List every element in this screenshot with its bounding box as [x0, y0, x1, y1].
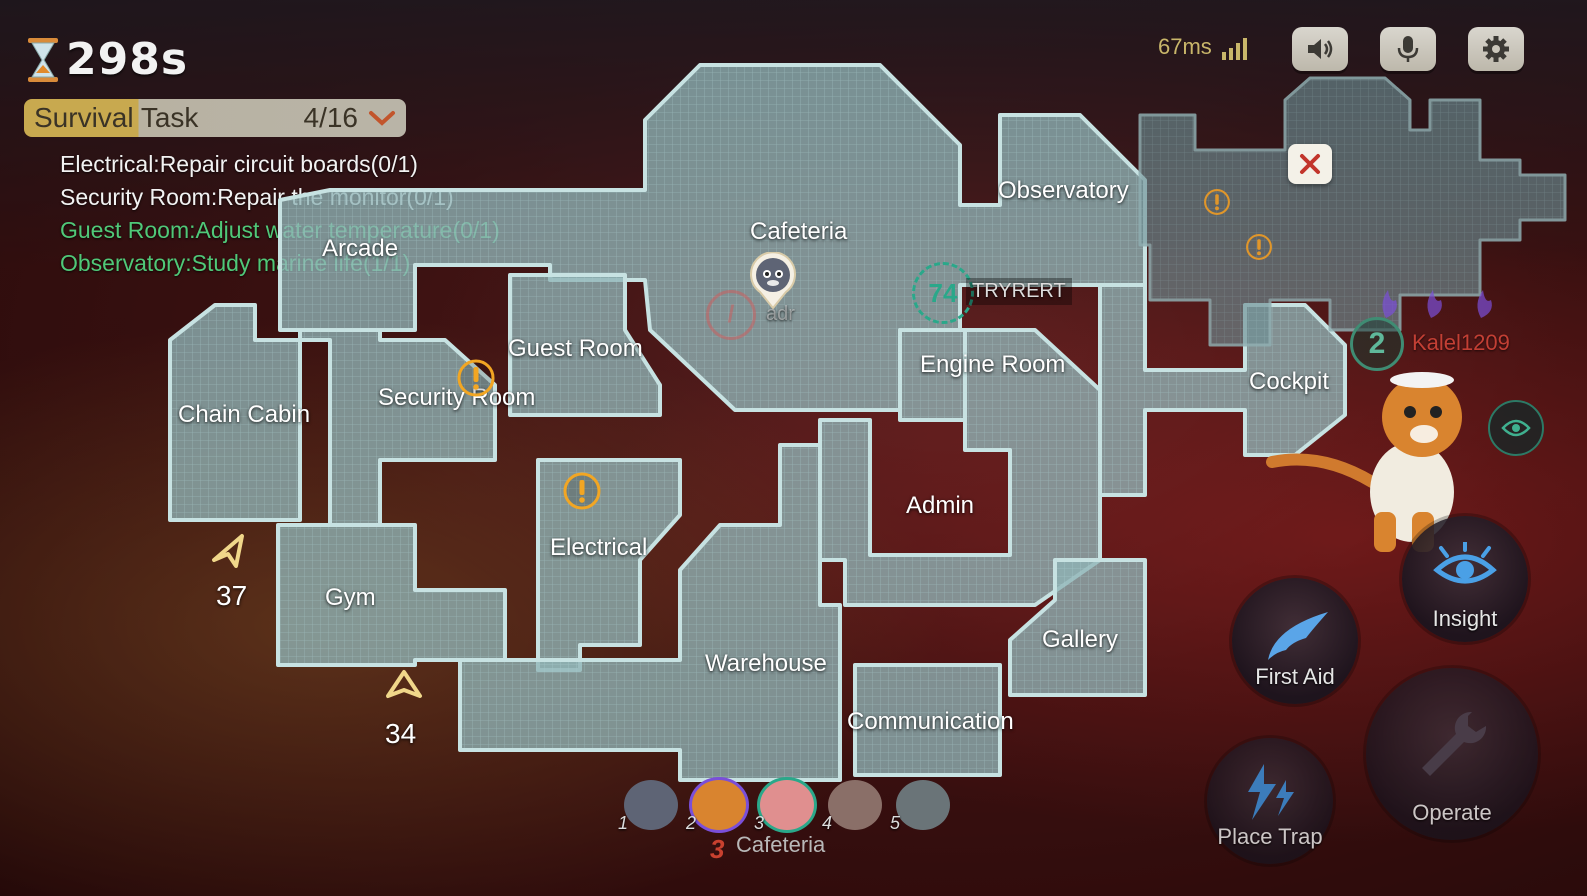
ping-value: 67ms — [1158, 34, 1212, 59]
current-location-name: Cafeteria — [736, 832, 826, 857]
lightning-icon — [1248, 764, 1294, 820]
direction-arrow-icon — [212, 534, 244, 568]
map-room-electrical[interactable] — [536, 458, 682, 672]
operate-label: Operate — [1412, 800, 1492, 825]
network-status: 67ms — [1158, 34, 1247, 60]
flame-effect-icon — [1382, 290, 1492, 318]
direction-arrow-icon — [386, 670, 422, 698]
room-label-observatory[interactable]: Observatory — [998, 177, 1129, 204]
distance-marker: 37 — [216, 580, 248, 611]
speaker-icon — [1308, 39, 1333, 59]
minimap-alert-icon — [1246, 234, 1272, 260]
team-avatar[interactable]: 1 — [618, 780, 678, 833]
task-item: Electrical:Repair circuit boards(0/1) — [60, 151, 418, 177]
team-slot-number: 1 — [618, 813, 629, 833]
settings-button[interactable] — [1468, 27, 1524, 71]
map-room-guest-room[interactable] — [508, 273, 662, 417]
distance-marker: 34 — [385, 718, 417, 749]
room-label-cockpit[interactable]: Cockpit — [1249, 368, 1330, 395]
survival-task-toggle[interactable]: Survival Task 4/16 — [24, 99, 406, 137]
room-label-cafeteria[interactable]: Cafeteria — [750, 218, 848, 245]
first-aid-button[interactable]: First Aid — [1232, 578, 1358, 704]
room-label-communication[interactable]: Communication — [847, 708, 1014, 735]
close-map-button[interactable] — [1288, 144, 1332, 184]
timer-value: 298s — [66, 34, 189, 85]
insight-label: Insight — [1432, 606, 1498, 631]
room-label-gym[interactable]: Gym — [325, 584, 376, 611]
insight-eye-icon — [1433, 542, 1497, 584]
wrench-icon — [1422, 711, 1487, 776]
team-avatar[interactable]: 4 — [822, 780, 882, 833]
first-aid-label: First Aid — [1255, 664, 1335, 689]
tiger-character — [1266, 372, 1462, 552]
player-rank-badge: 2 — [1350, 317, 1404, 371]
room-label-warehouse[interactable]: Warehouse — [705, 650, 827, 677]
map-room-engine-room[interactable] — [898, 328, 967, 422]
room-label-gallery[interactable]: Gallery — [1042, 626, 1119, 653]
microphone-icon — [1397, 36, 1419, 62]
map-room-communication[interactable] — [853, 663, 1002, 777]
team-slot-number: 5 — [890, 813, 901, 833]
round-timer: 298s — [26, 34, 188, 85]
operate-button[interactable]: Operate — [1366, 668, 1538, 840]
team-slot-number: 4 — [822, 813, 833, 833]
team-slot-number: 3 — [754, 813, 765, 833]
room-label-admin[interactable]: Admin — [906, 492, 975, 519]
close-icon — [1300, 154, 1320, 174]
microphone-button[interactable] — [1380, 27, 1436, 71]
minimap-alert-icon — [1204, 189, 1230, 215]
map-room-admin[interactable] — [818, 328, 1102, 607]
team-slot-number: 2 — [686, 813, 697, 833]
hourglass-icon — [28, 37, 58, 82]
room-label-engine-room[interactable]: Engine Room — [920, 351, 1066, 378]
signal-strength-icon — [1221, 38, 1247, 60]
chevron-down-icon — [369, 111, 395, 126]
place-trap-button[interactable]: Place Trap — [1207, 738, 1333, 864]
sound-button[interactable] — [1292, 27, 1348, 71]
insight-button[interactable]: Insight — [1402, 516, 1528, 642]
wing-icon — [1268, 612, 1328, 660]
minimap-outline — [1138, 76, 1567, 347]
room-label-arcade[interactable]: Arcade — [322, 235, 399, 262]
survival-task-title: Survival Task — [34, 102, 199, 133]
task-alert-icon[interactable] — [456, 358, 496, 398]
survival-task-count: 4/16 — [303, 102, 359, 133]
room-label-guest-room[interactable]: Guest Room — [508, 335, 643, 362]
map-room-gym[interactable] — [276, 523, 507, 667]
spectate-toggle-button[interactable] — [1488, 400, 1544, 456]
map-room-gallery[interactable] — [1008, 558, 1147, 697]
current-location-number: 3 — [710, 834, 725, 864]
map-room-chain-cabin[interactable] — [168, 303, 302, 522]
map-room-security[interactable] — [298, 328, 497, 527]
right-player-name: Kalel1209 — [1412, 330, 1510, 355]
player-timer-ring: 74 — [912, 262, 974, 324]
faded-player-marker: / — [706, 290, 756, 340]
place-trap-label: Place Trap — [1217, 824, 1323, 849]
room-label-electrical[interactable]: Electrical — [550, 534, 648, 561]
room-label-chain-cabin[interactable]: Chain Cabin — [178, 401, 311, 428]
team-avatar[interactable]: 3 — [754, 780, 814, 833]
other-player-name: TRYRERT — [966, 278, 1072, 305]
team-avatar[interactable]: 2 — [686, 780, 746, 833]
eye-icon — [1501, 419, 1531, 437]
gear-icon — [1483, 36, 1509, 62]
self-player-name: adr — [766, 303, 795, 325]
room-label-security-room[interactable]: Security Room — [378, 384, 536, 411]
task-alert-icon[interactable] — [562, 471, 602, 511]
player-location-pin-icon — [750, 252, 796, 310]
team-avatar[interactable]: 5 — [890, 780, 950, 833]
team-roster: 1 2 3 4 5 — [618, 780, 950, 833]
